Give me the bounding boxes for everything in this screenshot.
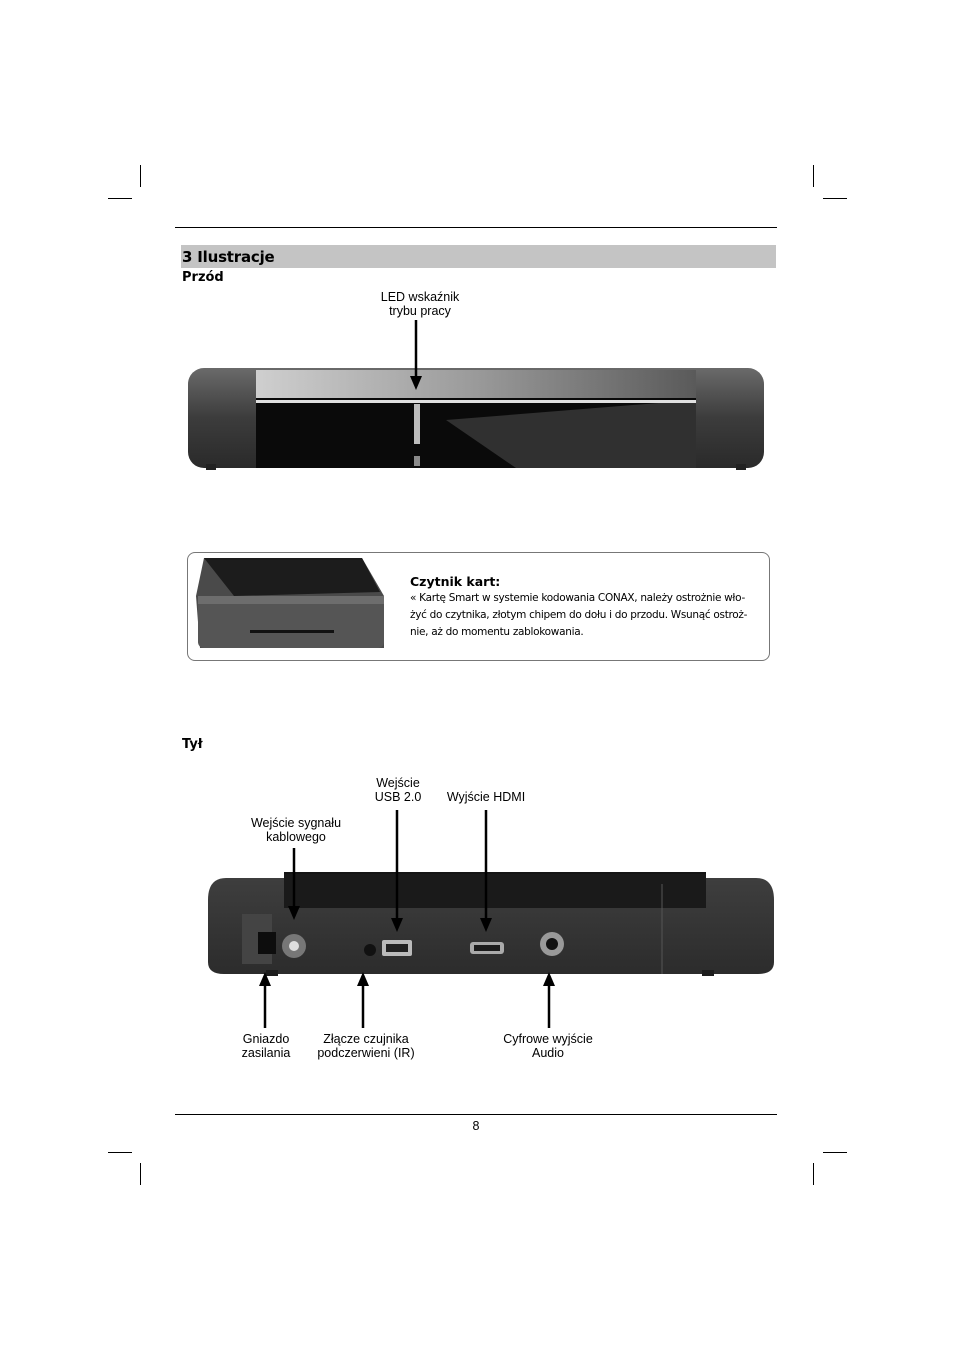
cable-arrow: [288, 848, 300, 920]
card-reader-image: [196, 558, 384, 648]
crop-mark: [108, 198, 132, 199]
front-device-image: [188, 368, 764, 470]
led-arrow: [410, 320, 422, 390]
power-socket-label: Gniazdo zasilania: [241, 1032, 291, 1060]
crop-mark: [823, 198, 847, 199]
crop-mark: [813, 1163, 814, 1185]
ir-connector-label: Złącze czujnika podczerwieni (IR): [317, 1032, 415, 1060]
hdmi-output-label: Wyjście HDMI: [446, 790, 526, 804]
crop-mark: [140, 1163, 141, 1185]
usb-input-label: Wejście USB 2.0: [374, 776, 422, 804]
crop-mark: [108, 1152, 132, 1153]
power-arrow: [259, 972, 271, 1028]
crop-mark: [823, 1152, 847, 1153]
card-reader-title: Czytnik kart:: [410, 574, 501, 589]
card-reader-line: nie, aż do momentu zablokowania.: [410, 626, 584, 638]
hdmi-arrow: [480, 810, 492, 932]
section-title: 3 Ilustracje: [182, 248, 275, 266]
ir-arrow: [357, 972, 369, 1028]
card-reader-line: żyć do czytnika, złotym chipem do dołu i…: [410, 609, 748, 621]
usb-arrow: [391, 810, 403, 932]
digital-audio-label: Cyfrowe wyjście Audio: [503, 1032, 593, 1060]
back-device-image: [208, 872, 774, 976]
card-reader-text: « Kartę Smart w systemie kodowania CONAX…: [410, 590, 764, 641]
page-number: 8: [472, 1119, 480, 1133]
section-heading-bar: [181, 245, 776, 268]
front-heading: Przód: [182, 270, 224, 285]
header-rule: [175, 227, 777, 228]
back-heading: Tył: [182, 737, 203, 752]
audio-arrow: [543, 972, 555, 1028]
footer-rule: [175, 1114, 777, 1115]
section-number: 3: [182, 248, 193, 266]
cable-input-label: Wejście sygnału kablowego: [250, 816, 342, 844]
crop-mark: [813, 165, 814, 187]
crop-mark: [140, 165, 141, 187]
card-reader-line: « Kartę Smart w systemie kodowania CONAX…: [410, 592, 745, 604]
section-title-text: Ilustracje: [197, 248, 275, 266]
led-indicator-label: LED wskaźnik trybu pracy: [380, 290, 460, 318]
